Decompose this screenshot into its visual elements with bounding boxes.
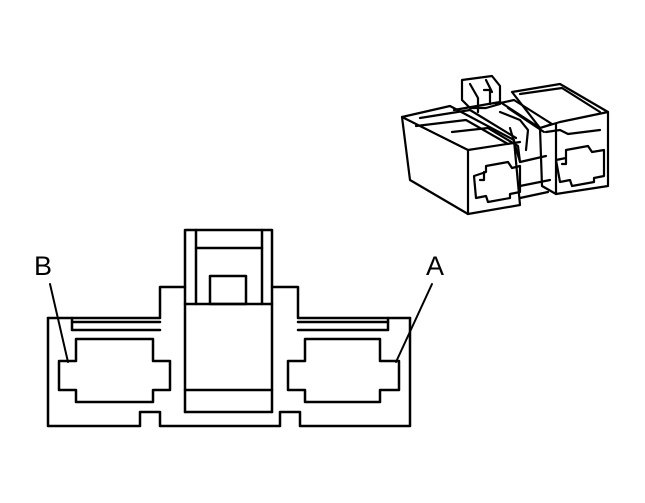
left-housing bbox=[400, 104, 522, 216]
pin-a-label: A bbox=[426, 251, 444, 281]
right-pin-cavity bbox=[554, 144, 606, 188]
left-pin-cavity bbox=[472, 160, 522, 204]
latch bbox=[194, 228, 264, 250]
pin-cavity-b bbox=[57, 337, 172, 404]
housing-outline bbox=[46, 316, 412, 428]
leader-line-b bbox=[49, 283, 69, 363]
connector-front-view bbox=[46, 228, 433, 428]
pin-cavity-a bbox=[286, 337, 401, 404]
leader-line-a bbox=[395, 283, 433, 363]
latch-tower bbox=[460, 74, 502, 110]
connector-isometric-view bbox=[400, 74, 610, 216]
pin-b-label: B bbox=[34, 251, 52, 281]
right-housing bbox=[510, 82, 610, 196]
